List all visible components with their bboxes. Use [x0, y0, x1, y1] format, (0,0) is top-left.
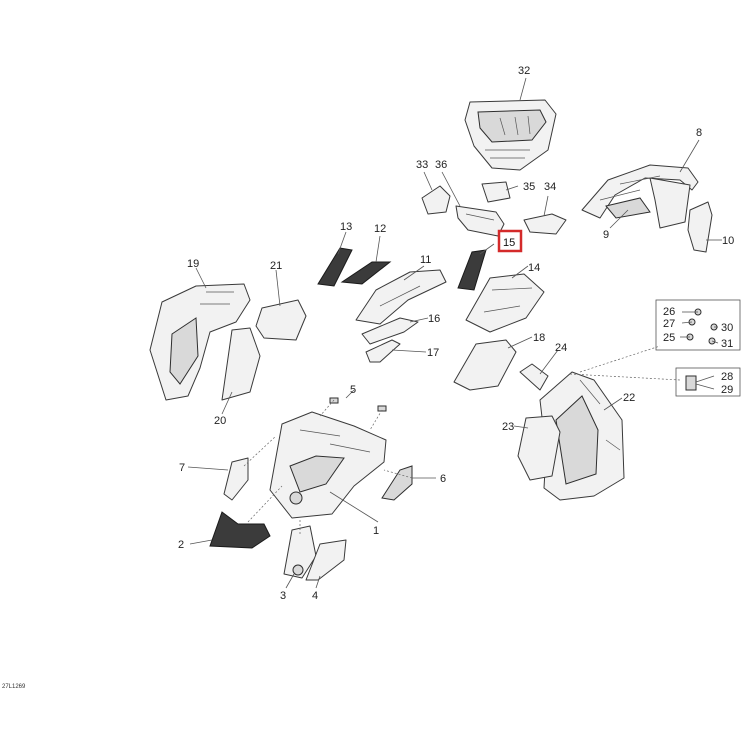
callout-4: 4: [312, 590, 318, 602]
part-21-panel: [255, 299, 307, 341]
part-32-headlight-housing: [464, 99, 557, 171]
leader-lines: [187, 77, 722, 589]
callout-24: 24: [555, 342, 567, 354]
callout-10: 10: [722, 235, 734, 247]
assembly-lines: [243, 345, 681, 536]
part-12-vent-mesh: [340, 261, 392, 285]
part-8-windshield-frame: [581, 164, 699, 229]
callout-34: 34: [544, 181, 556, 193]
callout-18: 18: [533, 332, 545, 344]
part-15-vent-mesh: [457, 249, 487, 291]
part-22-side-body: [539, 371, 625, 501]
part-10-side-panel: [687, 201, 713, 253]
callout-22: 22: [623, 392, 635, 404]
callout-9: 9: [603, 229, 609, 241]
part-5-clips: [329, 397, 387, 412]
callout-15: 15: [503, 237, 515, 249]
callout-3: 3: [280, 590, 286, 602]
callout-31: 31: [721, 338, 733, 350]
callout-13: 13: [340, 221, 352, 233]
callout-29: 29: [721, 384, 733, 396]
part-19-side-body: [149, 283, 251, 401]
callout-7: 7: [179, 462, 185, 474]
part-6-vent: [381, 465, 413, 501]
hardware-small-parts: [685, 308, 718, 391]
part-4-lower-piece: [305, 539, 347, 581]
callout-28: 28: [721, 371, 733, 383]
callout-36: 36: [435, 159, 447, 171]
part-13-vent-mesh: [317, 247, 353, 287]
callout-25: 25: [663, 332, 675, 344]
callout-6: 6: [440, 473, 446, 485]
part-16-trim: [361, 317, 419, 345]
callout-30: 30: [721, 322, 733, 334]
callout-26: 26: [663, 306, 675, 318]
callout-21: 21: [270, 260, 282, 272]
part-11-upper-side-panel: [355, 269, 447, 325]
part-35-pad: [481, 181, 511, 203]
part-14-side-panel: [465, 273, 545, 333]
part-18-lower-panel: [453, 339, 517, 391]
callout-16: 16: [428, 313, 440, 325]
part-34-deflector: [523, 213, 567, 235]
callout-labels: 32 8 9 10 33 36 35 34 13 12 11 15 14 16 …: [178, 65, 734, 602]
part-36-duct: [455, 205, 505, 237]
hardware-kit-box-upper: [655, 299, 741, 351]
part-3-lower-piece: [283, 525, 317, 579]
part-17-trim: [365, 339, 401, 363]
callout-19: 19: [187, 258, 199, 270]
callout-2: 2: [178, 539, 184, 551]
part-2-mesh: [209, 511, 271, 549]
callout-8: 8: [696, 127, 702, 139]
part-33-bracket: [421, 185, 451, 215]
part-23-panel: [517, 415, 561, 481]
callout-12: 12: [374, 223, 386, 235]
callout-32: 32: [518, 65, 530, 77]
callout-33: 33: [416, 159, 428, 171]
hardware-kit-box-lower: [675, 367, 741, 397]
callout-35: 35: [523, 181, 535, 193]
figure-reference: 27L1269: [2, 684, 26, 690]
part-1-nose-cone: [269, 411, 387, 519]
callout-15-highlight: 15: [497, 229, 523, 253]
highlight-box: [497, 229, 523, 253]
part-24-bracket: [519, 363, 549, 391]
callout-14: 14: [528, 262, 540, 274]
part-7-bracket: [223, 457, 249, 501]
callout-17: 17: [427, 347, 439, 359]
callout-1: 1: [373, 525, 379, 537]
callout-23: 23: [502, 421, 514, 433]
part-20-panel: [221, 327, 261, 401]
callout-20: 20: [214, 415, 226, 427]
callout-11: 11: [420, 254, 431, 266]
callout-27: 27: [663, 318, 675, 330]
callout-5: 5: [350, 384, 356, 396]
